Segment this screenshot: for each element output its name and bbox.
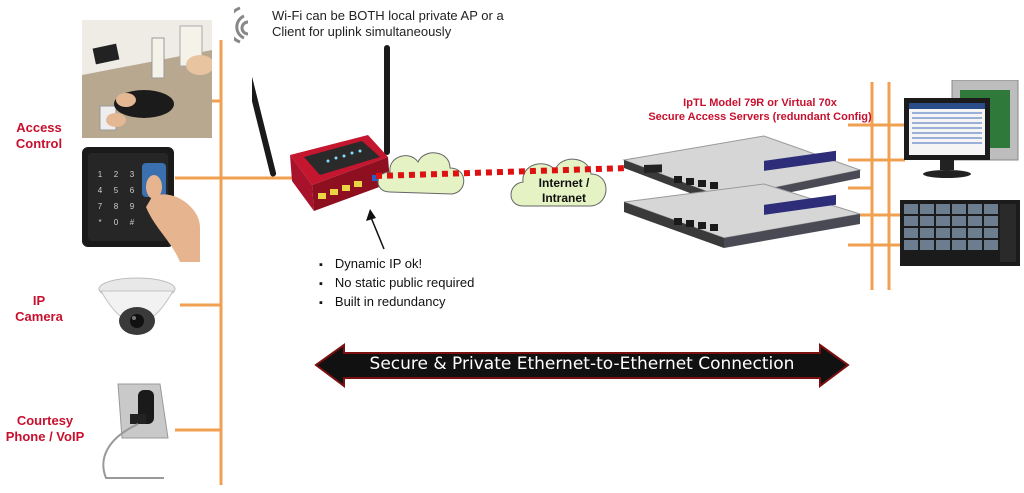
- courtesy-phone-label-line2: Phone / VoIP: [5, 429, 85, 444]
- svg-text:*: *: [98, 218, 101, 227]
- network-cloud-label-line2: Intranet: [541, 191, 586, 205]
- courtesy-phone-label-line1: Courtesy: [16, 413, 74, 428]
- svg-text:2: 2: [114, 170, 119, 179]
- connection-banner-text: Secure & Private Ethernet-to-Ethernet Co…: [369, 354, 795, 374]
- router-feature-item: Built in redundancy: [319, 293, 474, 312]
- svg-text:3: 3: [130, 170, 135, 179]
- courtesy-phone-label: Courtesy Phone / VoIP: [2, 413, 88, 445]
- router-pointer-arrow: [366, 209, 385, 250]
- svg-text:5: 5: [114, 186, 119, 195]
- ip-camera-label-line1: IP: [32, 293, 46, 308]
- router-feature-list: Dynamic IP ok! No static public required…: [319, 255, 474, 312]
- access-control-label: Access Control: [8, 120, 70, 152]
- courtesy-phone-icon: [102, 383, 169, 479]
- svg-text:1: 1: [98, 170, 103, 179]
- wifi-router-icon: [252, 45, 390, 211]
- video-wall-monitor-icon: [900, 200, 1020, 266]
- ip-camera-label: IP Camera: [8, 293, 70, 325]
- wifi-note: Wi-Fi can be BOTH local private AP or a …: [272, 8, 532, 40]
- ip-camera-label-line2: Camera: [15, 309, 63, 324]
- router-feature-item: No static public required: [319, 274, 474, 293]
- rack-server-bottom-icon: [623, 183, 861, 248]
- connection-banner-arrow: [314, 343, 850, 388]
- network-cloud-label: Internet / Intranet: [524, 176, 604, 206]
- wifi-note-line1: Wi-Fi can be BOTH local private AP or a: [272, 8, 504, 23]
- servers-title-line1: IpTL Model 79R or Virtual 70x: [683, 97, 837, 109]
- network-cloud-label-line1: Internet /: [538, 176, 590, 190]
- servers-title-line2: Secure Access Servers (redundant Config): [648, 111, 872, 123]
- svg-text:0: 0: [114, 218, 119, 227]
- ip-camera-icon: [98, 277, 176, 335]
- svg-text:9: 9: [130, 202, 135, 211]
- access-control-label-line1: Access: [16, 120, 62, 135]
- access-software-monitor-icon: [904, 80, 1019, 178]
- svg-text:7: 7: [98, 202, 103, 211]
- svg-text:#: #: [130, 218, 135, 227]
- wifi-icon: [234, 6, 249, 44]
- router-feature-item: Dynamic IP ok!: [319, 255, 474, 274]
- svg-text:8: 8: [114, 202, 119, 211]
- wifi-note-line2: Client for uplink simultaneously: [272, 24, 452, 39]
- access-control-photo: [82, 20, 212, 138]
- svg-text:4: 4: [98, 186, 103, 195]
- access-control-label-line2: Control: [15, 136, 63, 151]
- svg-text:6: 6: [130, 186, 135, 195]
- keypad-reader-photo: 1 2 3 4 5 6 7 8 9 * 0 #: [82, 147, 200, 262]
- servers-title: IpTL Model 79R or Virtual 70x Secure Acc…: [640, 96, 880, 124]
